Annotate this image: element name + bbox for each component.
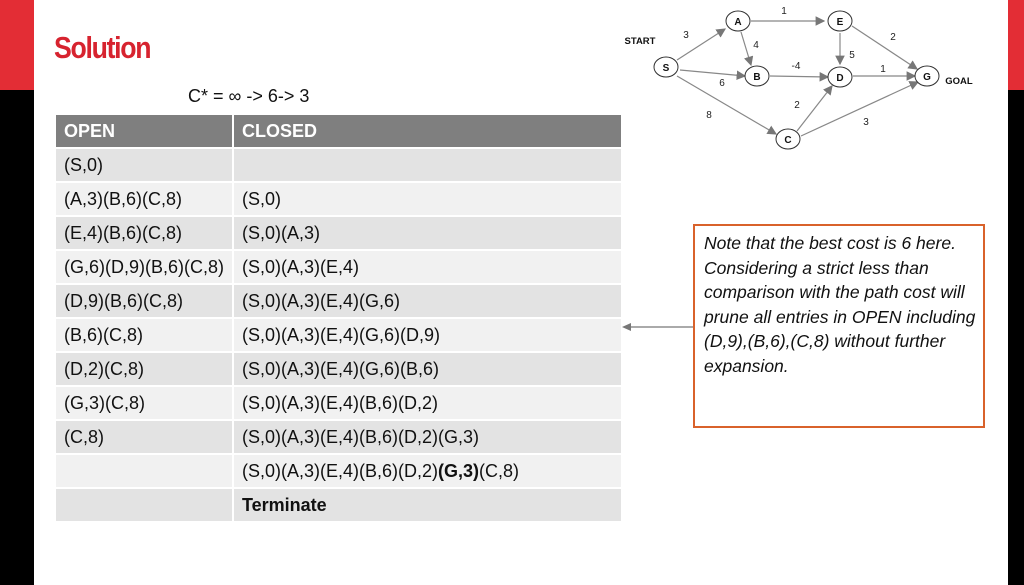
weight-label: 6 — [719, 78, 725, 89]
edge-e-g — [851, 25, 919, 70]
node-label: A — [734, 17, 741, 28]
terminate-cell: Terminate — [232, 487, 623, 523]
start-label: START — [625, 36, 656, 47]
open-cell: (E,4)(B,6)(C,8) — [54, 215, 234, 251]
edge-c-g — [800, 81, 920, 137]
closed-header: CLOSED — [232, 113, 623, 149]
weight-label: -4 — [792, 61, 801, 72]
weight-label: 3 — [863, 117, 869, 128]
edge-c-d — [796, 85, 833, 132]
closed-prefix: (S,0)(A,3)(E,4)(B,6)(D,2) — [242, 461, 439, 481]
table-row: (S,0) — [54, 147, 623, 183]
table-row: (C,8) (S,0)(A,3)(E,4)(B,6)(D,2)(G,3) — [54, 419, 623, 455]
open-cell: (D,9)(B,6)(C,8) — [54, 283, 234, 319]
closed-cell: (S,0) — [232, 181, 623, 217]
edge-s-c — [676, 75, 778, 135]
node-g — [914, 65, 940, 87]
table-row: (E,4)(B,6)(C,8) (S,0)(A,3) — [54, 215, 623, 251]
edge-s-a — [676, 28, 727, 61]
table-row: (G,3)(C,8) (S,0)(A,3)(E,4)(B,6)(D,2) — [54, 385, 623, 421]
open-cell: (S,0) — [54, 147, 234, 183]
node-e — [827, 10, 853, 32]
node-a — [725, 10, 751, 32]
left-accent-bar — [0, 0, 34, 90]
weight-label: 1 — [781, 6, 787, 17]
note-box: Note that the best cost is 6 here. Consi… — [693, 224, 985, 428]
table-row: (G,6)(D,9)(B,6)(C,8) (S,0)(A,3)(E,4) — [54, 249, 623, 285]
note-line-1: Note that the best cost is 6 here. — [704, 233, 956, 253]
node-label: S — [663, 63, 670, 74]
open-closed-table: OPEN CLOSED (S,0) (A,3)(B,6)(C,8) (S,0) … — [54, 113, 623, 523]
goal-label: GOAL — [945, 76, 973, 87]
closed-cell: (S,0)(A,3) — [232, 215, 623, 251]
node-label: D — [836, 73, 843, 84]
closed-cell: (S,0)(A,3)(E,4)(B,6)(D,2) — [232, 385, 623, 421]
note-line-2: Considering a strict less than compariso… — [704, 257, 976, 376]
open-cell — [54, 453, 234, 489]
node-b — [744, 65, 770, 87]
edge-b-d — [769, 72, 830, 82]
cost-bound-label: C* = ∞ -> 6-> 3 — [188, 86, 310, 106]
node-c — [775, 128, 801, 150]
node-label: G — [923, 72, 931, 83]
edge-s-b — [679, 69, 747, 81]
right-accent-bar — [1008, 0, 1024, 90]
weight-label: 3 — [683, 30, 689, 41]
open-header: OPEN — [54, 113, 234, 149]
open-cell: (D,2)(C,8) — [54, 351, 234, 387]
edge-a-b — [740, 31, 754, 67]
closed-cell: (S,0)(A,3)(E,4) — [232, 249, 623, 285]
search-graph: 3 1 4 6 -4 5 2 1 2 8 3 S A B C D E G STA… — [625, 6, 973, 150]
weight-label: 5 — [849, 50, 855, 61]
node-d — [827, 66, 853, 88]
closed-cell: (S,0)(A,3)(E,4)(G,6)(D,9) — [232, 317, 623, 353]
table-row: (D,2)(C,8) (S,0)(A,3)(E,4)(G,6)(B,6) — [54, 351, 623, 387]
table-row: (S,0)(A,3)(E,4)(B,6)(D,2)(G,3)(C,8) — [54, 453, 623, 489]
closed-cell — [232, 147, 623, 183]
open-cell: (A,3)(B,6)(C,8) — [54, 181, 234, 217]
pointer-arrow — [622, 323, 694, 331]
node-s — [653, 56, 679, 78]
closed-cell: (S,0)(A,3)(E,4)(G,6)(B,6) — [232, 351, 623, 387]
closed-suffix: (C,8) — [479, 461, 520, 481]
weight-label: 4 — [753, 40, 759, 51]
goal-entry-highlight: (G,3) — [438, 461, 480, 481]
weight-label: 2 — [890, 32, 896, 43]
table-row: (B,6)(C,8) (S,0)(A,3)(E,4)(G,6)(D,9) — [54, 317, 623, 353]
slide-title: Solution — [54, 30, 152, 65]
table-row: Terminate — [54, 487, 623, 523]
node-label: B — [753, 72, 760, 83]
node-label: E — [837, 17, 844, 28]
open-cell: (C,8) — [54, 419, 234, 455]
open-cell — [54, 487, 234, 523]
table-row: (D,9)(B,6)(C,8) (S,0)(A,3)(E,4)(G,6) — [54, 283, 623, 319]
node-label: C — [784, 135, 791, 146]
open-cell: (B,6)(C,8) — [54, 317, 234, 353]
weight-label: 8 — [706, 110, 712, 121]
table-row: (A,3)(B,6)(C,8) (S,0) — [54, 181, 623, 217]
open-cell: (G,3)(C,8) — [54, 385, 234, 421]
closed-cell: (S,0)(A,3)(E,4)(G,6) — [232, 283, 623, 319]
open-cell: (G,6)(D,9)(B,6)(C,8) — [54, 249, 234, 285]
weight-label: 2 — [794, 100, 800, 111]
closed-cell: (S,0)(A,3)(E,4)(B,6)(D,2)(G,3) — [232, 419, 623, 455]
weight-label: 1 — [880, 64, 886, 75]
closed-cell: (S,0)(A,3)(E,4)(B,6)(D,2)(G,3)(C,8) — [232, 453, 623, 489]
table-header-row: OPEN CLOSED — [54, 113, 623, 149]
